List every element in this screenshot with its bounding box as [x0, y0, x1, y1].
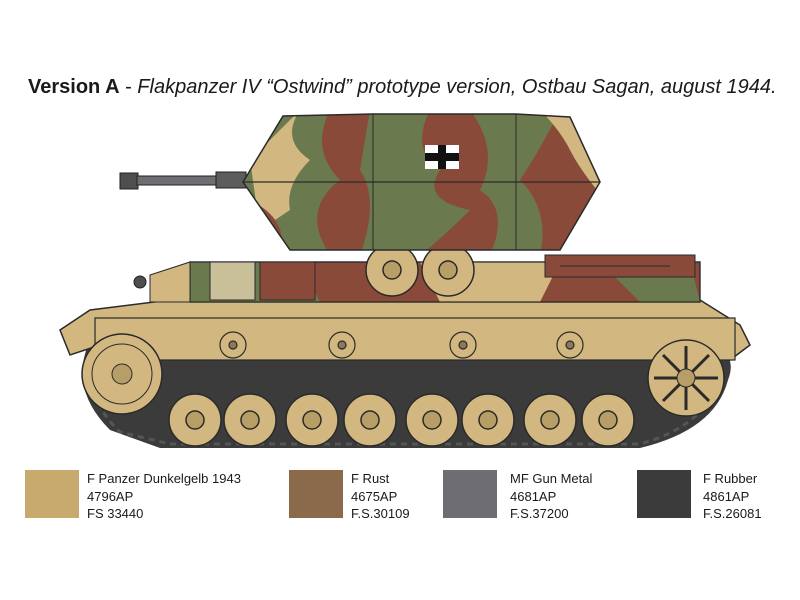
- turret: [242, 113, 601, 251]
- return-rollers: [219, 331, 584, 359]
- color-swatch-group: F Panzer Dunkelgelb 1943 4796AP FS 33440: [25, 470, 295, 522]
- color-swatch: [637, 470, 691, 518]
- color-swatch: [289, 470, 343, 518]
- color-label: F Panzer Dunkelgelb 1943 4796AP FS 33440: [87, 470, 241, 523]
- color-name: MF Gun Metal: [510, 471, 593, 486]
- color-swatch: [443, 470, 497, 518]
- version-title: Version A - Flakpanzer IV “Ostwind” prot…: [28, 76, 777, 99]
- color-name: F Rust: [351, 471, 390, 486]
- color-code: 4861AP: [703, 488, 750, 504]
- color-fs: F.S.30109: [351, 506, 410, 521]
- color-swatch-group: F Rubber 4861AP F.S.26081: [637, 470, 787, 522]
- color-code: 4675AP: [351, 488, 398, 504]
- color-label: F Rubber 4861AP F.S.26081: [703, 470, 762, 523]
- color-label: F Rust 4675AP F.S.30109: [351, 470, 410, 523]
- color-fs: F.S.37200: [510, 506, 569, 521]
- color-fs: FS 33440: [87, 506, 144, 521]
- color-label: MF Gun Metal 4681AP F.S.37200: [510, 470, 592, 523]
- color-code: 4681AP: [510, 488, 557, 504]
- color-swatch: [25, 470, 79, 518]
- tank-illustration: [59, 113, 751, 448]
- version-label: Version A: [28, 76, 120, 98]
- color-fs: F.S.26081: [703, 506, 762, 521]
- drive-sprocket: [81, 333, 163, 415]
- title-separator: -: [119, 76, 138, 98]
- color-swatch-group: F Rust 4675AP F.S.30109: [289, 470, 439, 522]
- color-name: F Panzer Dunkelgelb 1943: [87, 471, 241, 486]
- road-wheels: [168, 393, 635, 447]
- spare-wheels: [365, 243, 475, 297]
- color-name: F Rubber: [703, 471, 758, 486]
- gun-barrel: [119, 171, 248, 190]
- color-swatch-group: MF Gun Metal 4681AP F.S.37200: [443, 470, 633, 522]
- idler-wheel: [647, 339, 725, 417]
- cross-insignia: [425, 145, 459, 169]
- color-code: 4796AP: [87, 488, 134, 504]
- version-description: Flakpanzer IV “Ostwind” prototype versio…: [137, 76, 777, 98]
